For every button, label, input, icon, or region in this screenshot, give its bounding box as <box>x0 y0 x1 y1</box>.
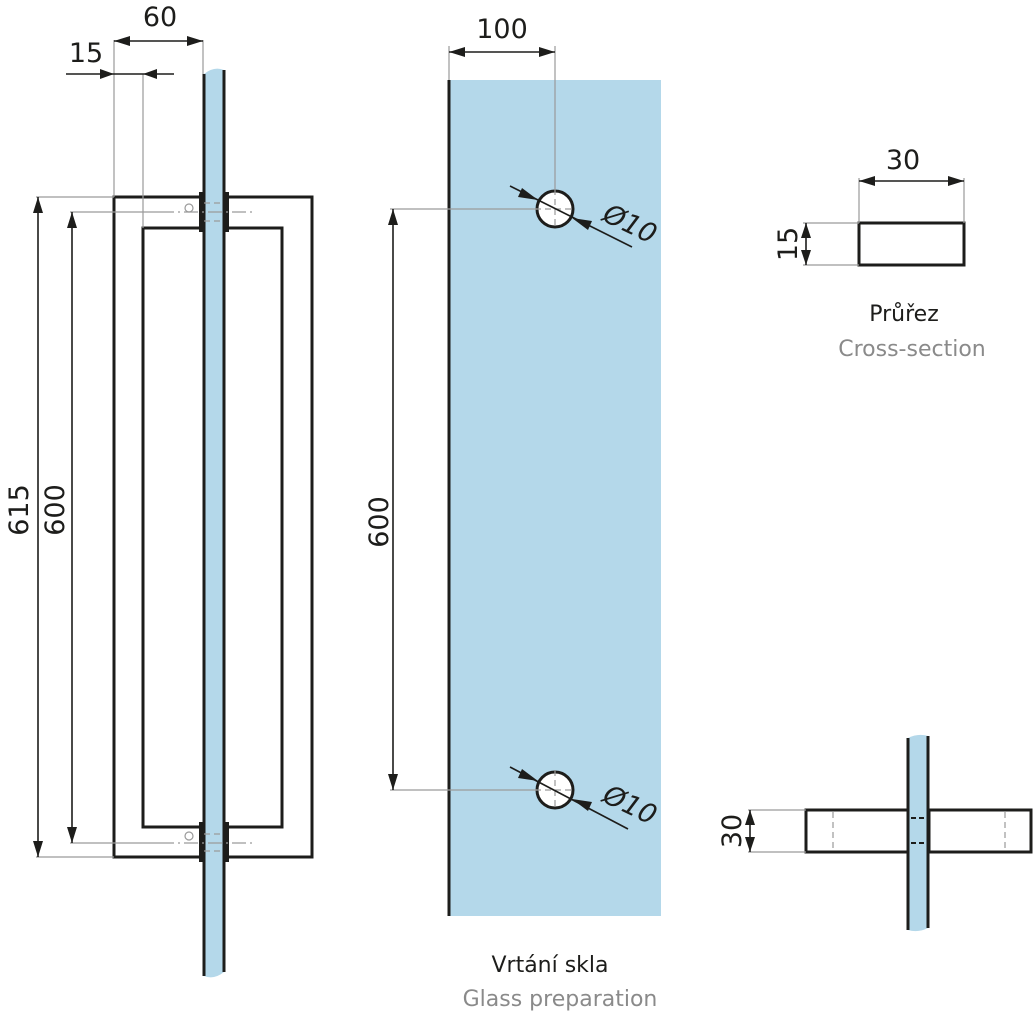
arrow-icon <box>572 799 592 811</box>
glass-panel-side <box>204 68 224 978</box>
screw-icon-bottom <box>184 831 194 841</box>
arrow-icon <box>187 36 203 46</box>
arrow-icon <box>143 69 157 79</box>
flange-bottom-right <box>224 822 229 862</box>
handle-bar-left <box>804 808 910 854</box>
flange-top-left <box>199 192 204 232</box>
dim-label-600: 600 <box>40 484 71 536</box>
arrow-icon <box>539 47 555 57</box>
arrow-icon <box>388 209 398 225</box>
handle-left-outer <box>112 195 201 859</box>
dim-label-600-glass: 600 <box>364 496 395 548</box>
side-view: 60 15 615 600 <box>4 2 314 978</box>
caption-glass-preparation-en: Glass preparation <box>463 987 658 1012</box>
dim-label-15-section: 15 <box>773 227 804 261</box>
arrow-icon <box>100 69 114 79</box>
caption-cross-section-cz: Průřez <box>869 302 939 327</box>
arrow-icon <box>859 176 875 186</box>
arrow-icon <box>745 837 755 852</box>
arrow-icon <box>67 827 77 843</box>
arrow-icon <box>948 176 964 186</box>
dim-label-615: 615 <box>4 484 35 536</box>
arrow-icon <box>388 774 398 790</box>
arrow-icon <box>114 36 130 46</box>
caption-glass-preparation-cz: Vrtání skla <box>491 953 608 978</box>
dim-label-15: 15 <box>69 38 103 69</box>
glass-preparation-view: 100 600 Ø10 Ø10 Vrtání skla Glass prepar… <box>364 14 662 1012</box>
caption-cross-section-en: Cross-section <box>838 337 985 362</box>
arrow-icon <box>67 212 77 228</box>
cross-section-profile <box>857 221 966 267</box>
arrow-icon <box>33 841 43 857</box>
arrow-icon <box>518 769 538 781</box>
arrow-icon <box>801 250 811 265</box>
top-view: 30 <box>717 734 1033 932</box>
cross-section-view: 30 15 Průřez Cross-section <box>773 145 986 362</box>
arrow-icon <box>801 223 811 238</box>
glass-panel-top <box>908 734 928 932</box>
flange-bottom-left <box>199 822 204 862</box>
arrow-icon <box>518 188 538 200</box>
handle-right-outer <box>226 195 314 859</box>
dim-label-30: 30 <box>886 145 920 176</box>
arrow-icon <box>572 218 592 230</box>
handle-bar-right <box>927 808 1033 854</box>
screw-icon-top <box>184 203 194 213</box>
handle-right-inner <box>226 226 284 829</box>
dim-label-100: 100 <box>476 14 528 45</box>
dim-label-60: 60 <box>143 2 177 33</box>
arrow-icon <box>745 810 755 825</box>
arrow-icon <box>33 197 43 213</box>
dim-label-30-top-view: 30 <box>717 814 748 848</box>
handle-left-inner <box>141 226 201 829</box>
arrow-icon <box>449 47 465 57</box>
